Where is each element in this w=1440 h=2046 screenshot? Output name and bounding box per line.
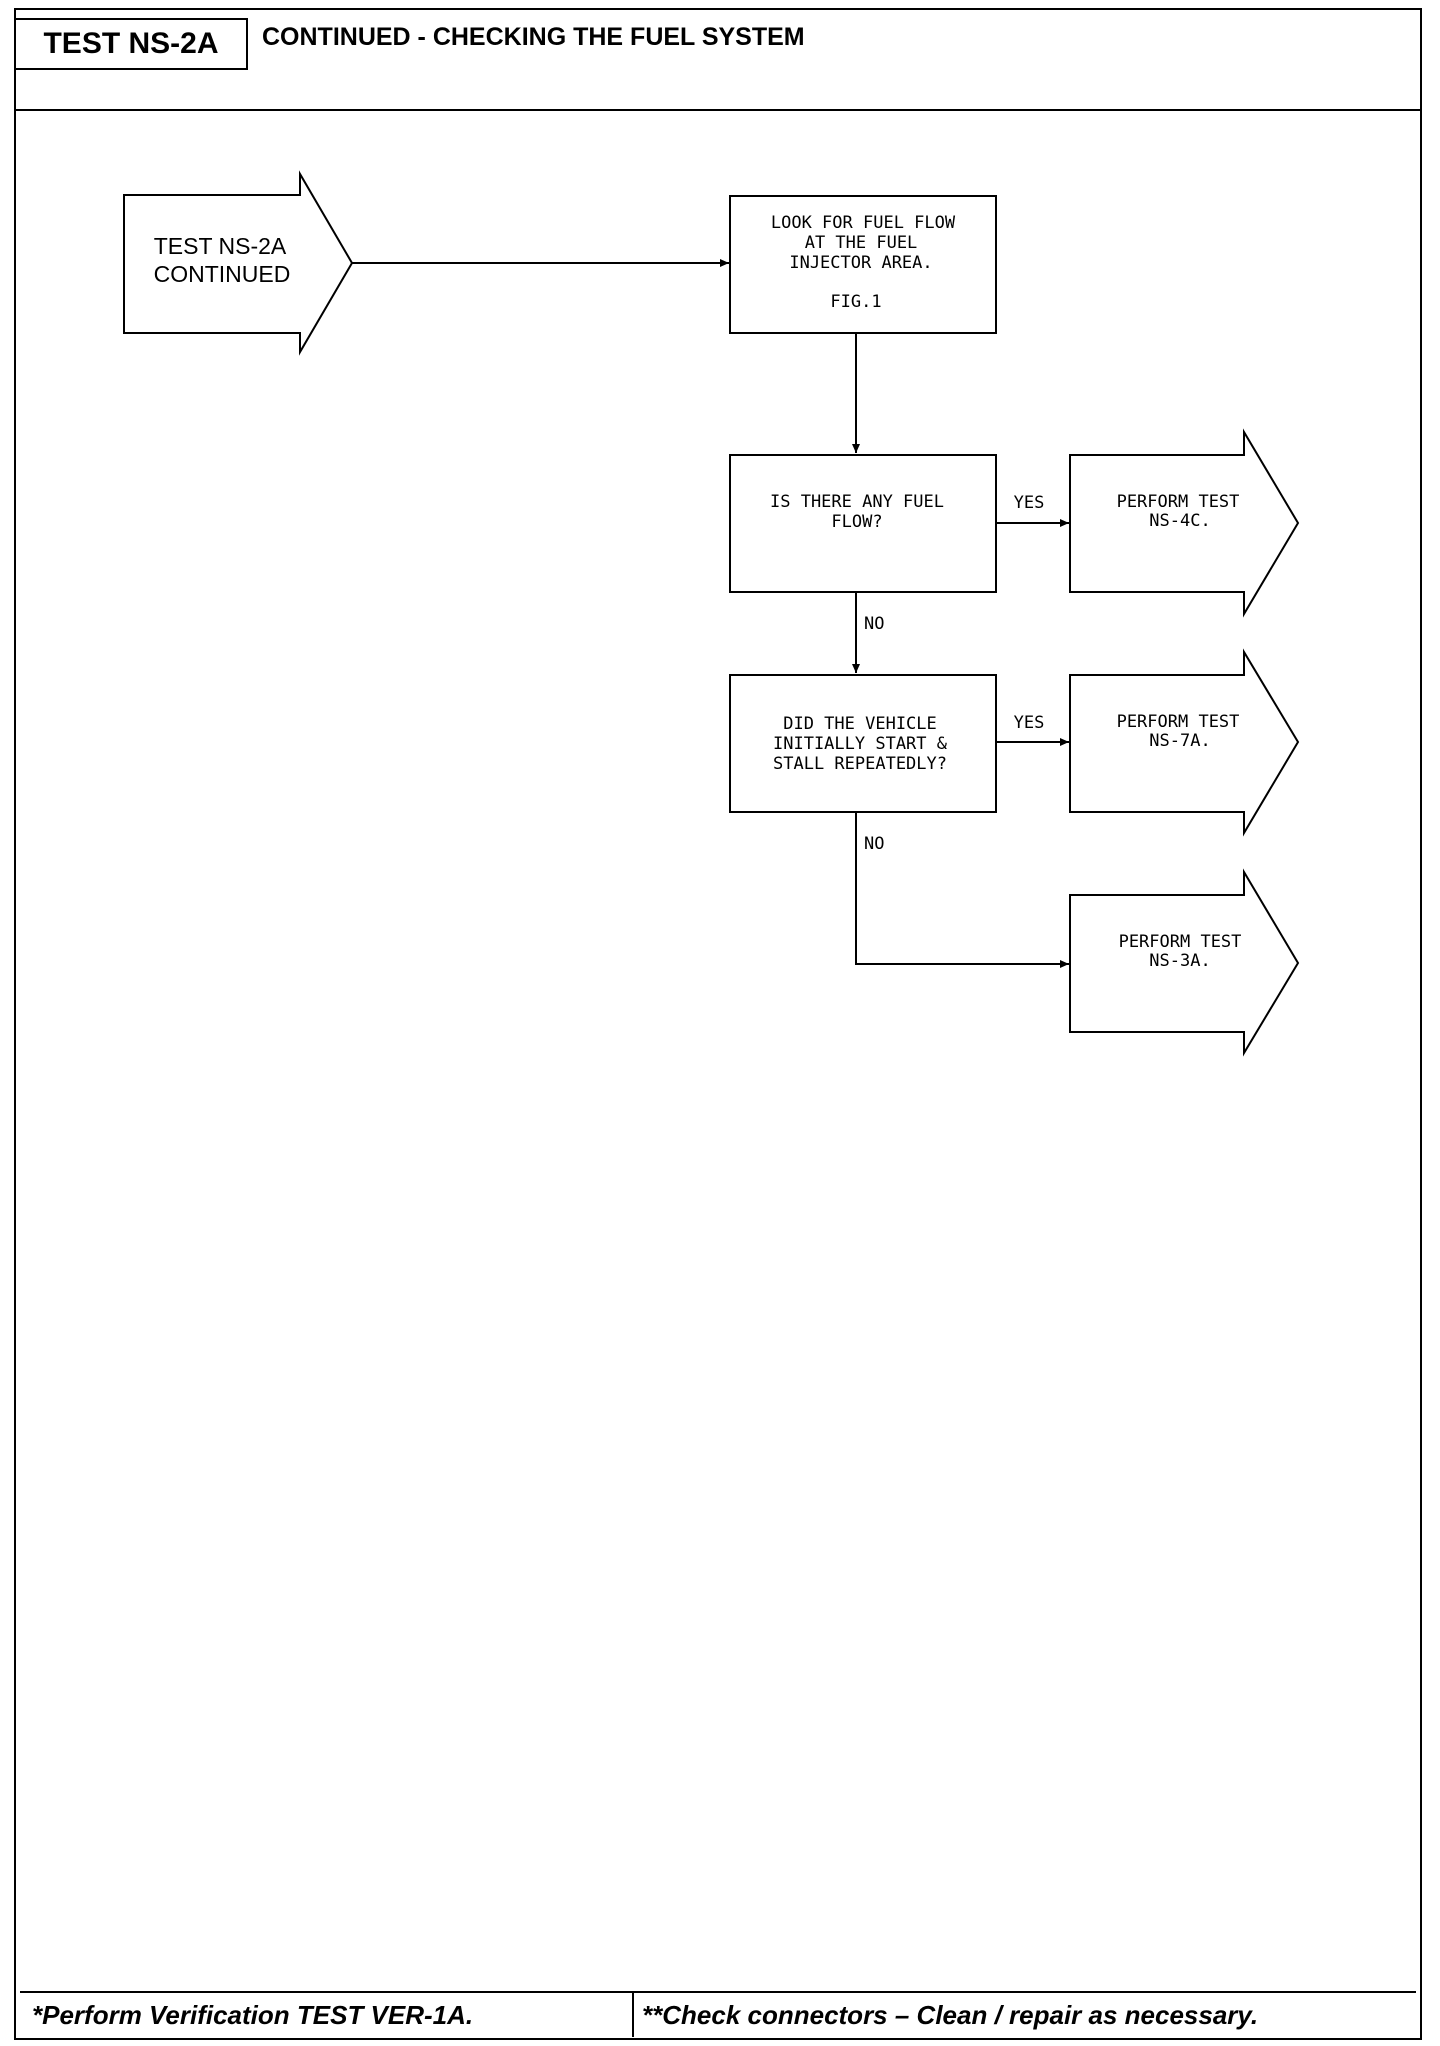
stall-question-line-1: DID THE VEHICLE [783, 714, 937, 734]
ns4c-line-1: PERFORM TEST [1117, 492, 1240, 512]
connector-stall-no [855, 812, 1069, 968]
result-arrow-ns7a [1069, 648, 1300, 837]
start-line-1: TEST NS-2A [154, 233, 287, 259]
start-line-2: CONTINUED [154, 261, 291, 287]
ns3a-line-1: PERFORM TEST [1119, 932, 1242, 952]
page-title: CONTINUED - CHECKING THE FUEL SYSTEM [262, 23, 805, 51]
ns7a-line-1: PERFORM TEST [1117, 712, 1240, 732]
stall-question-box [729, 674, 997, 813]
stall-yes-label: YES [1014, 713, 1045, 733]
start-arrow-shape [123, 170, 354, 356]
page-footer [20, 1991, 1416, 2034]
result-arrow-ns3a [1069, 868, 1300, 1057]
ns4c-line-2: NS-4C. [1149, 511, 1210, 531]
page-edge-margin [1428, 0, 1440, 2046]
ns3a-line-2: NS-3A. [1149, 951, 1210, 971]
stall-question-line-2: INITIALLY START & [773, 734, 948, 754]
look-fig-reference: FIG.1 [830, 292, 881, 312]
result-arrow-ns4c [1069, 428, 1300, 618]
look-for-fuel-flow-box [729, 195, 997, 334]
look-line-2: AT THE FUEL [805, 233, 918, 253]
fuel-flow-question-box [729, 454, 997, 593]
look-line-3: INJECTOR AREA. [789, 253, 932, 273]
look-line-1: LOOK FOR FUEL FLOW [771, 213, 956, 233]
stall-no-label: NO [864, 834, 884, 854]
flow-no-label: NO [864, 614, 884, 634]
page-frame [14, 8, 1422, 2040]
flow-question-line-1: IS THERE ANY FUEL [770, 492, 944, 512]
footer-connector-note: **Check connectors – Clean / repair as n… [642, 2000, 1259, 2030]
page-header [14, 8, 1422, 111]
stall-question-line-3: STALL REPEATEDLY? [773, 754, 947, 774]
flow-question-line-2: FLOW? [831, 512, 882, 532]
flow-yes-label: YES [1014, 493, 1045, 513]
footer-verification-note: *Perform Verification TEST VER-1A. [32, 2000, 474, 2030]
test-id-label: TEST NS-2A [14, 18, 248, 70]
ns7a-line-2: NS-7A. [1149, 731, 1210, 751]
footer-divider [632, 1993, 634, 2037]
